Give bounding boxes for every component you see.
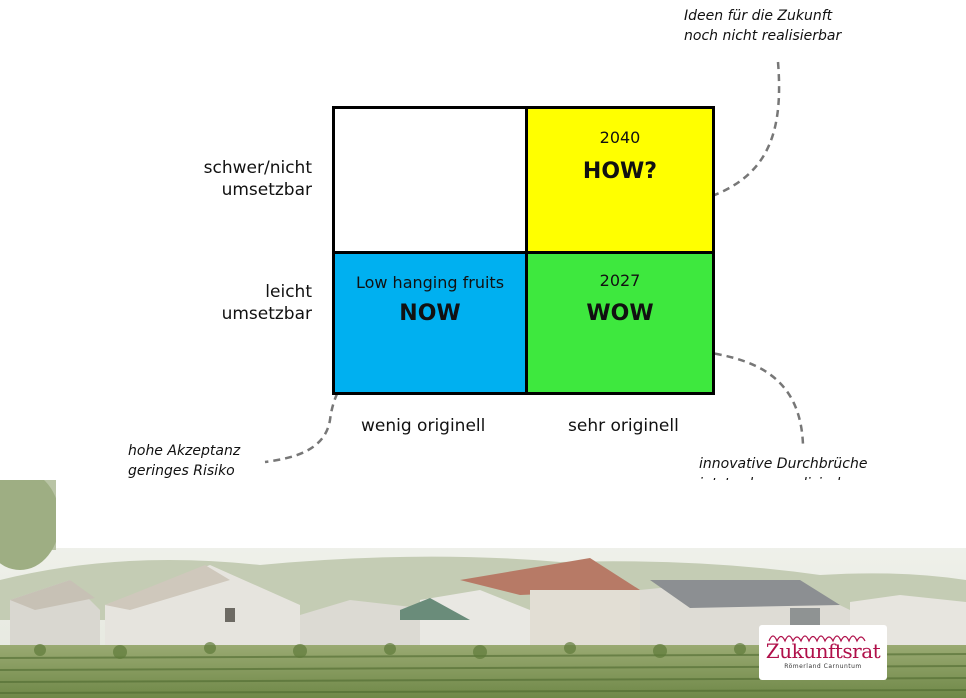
quadrant-how-label: HOW? (582, 159, 658, 184)
quadrant-wow-year: 2027 (599, 271, 641, 290)
originality-feasibility-matrix: 2040 HOW? Low hanging fruits NOW 2027 WO… (332, 106, 715, 395)
y-label-hard-line2: umsetzbar (221, 180, 312, 200)
quadrant-now-title: Low hanging fruits (355, 273, 505, 292)
note-future-ideas-line2: noch nicht realisierbar (684, 28, 842, 44)
quadrant-wow: 2027 WOW (528, 254, 712, 392)
note-future-ideas-line1: Ideen für die Zukunft (684, 8, 833, 24)
note-low-risk-line1: hohe Akzeptanz (128, 443, 241, 459)
quadrant-top-left (335, 109, 525, 251)
x-label-high-originality: sehr originell (568, 416, 679, 436)
logo-crowd-icon (768, 635, 866, 643)
matrix-vertical-divider (525, 109, 528, 392)
connector-wow (642, 346, 805, 446)
matrix-horizontal-divider (335, 251, 712, 254)
x-label-low-originality: wenig originell (361, 416, 486, 436)
logo-tagline: Römerland Carnuntum (784, 663, 862, 670)
y-label-easy: leicht umsetzbar (112, 281, 312, 325)
quadrant-how-year: 2040 (599, 128, 641, 147)
quadrant-now-label: NOW (399, 301, 461, 326)
quadrant-now: Low hanging fruits NOW (335, 254, 525, 392)
y-label-easy-line1: leicht (265, 282, 312, 302)
note-future-ideas: Ideen für die Zukunft noch nicht realisi… (684, 6, 841, 46)
zukunftsrat-logo: Zukunftsrat Römerland Carnuntum (759, 625, 887, 680)
note-low-risk-line2: geringes Risiko (128, 463, 235, 479)
quadrant-how: 2040 HOW? (528, 109, 712, 251)
y-label-hard: schwer/nicht umsetzbar (112, 157, 312, 201)
note-innovative-line1: innovative Durchbrüche (699, 456, 868, 472)
y-label-easy-line2: umsetzbar (221, 304, 312, 324)
logo-name: Zukunftsrat (765, 639, 881, 663)
quadrant-wow-label: WOW (586, 301, 654, 326)
y-label-hard-line1: schwer/nicht (203, 158, 312, 178)
note-low-risk: hohe Akzeptanz geringes Risiko (128, 441, 240, 481)
